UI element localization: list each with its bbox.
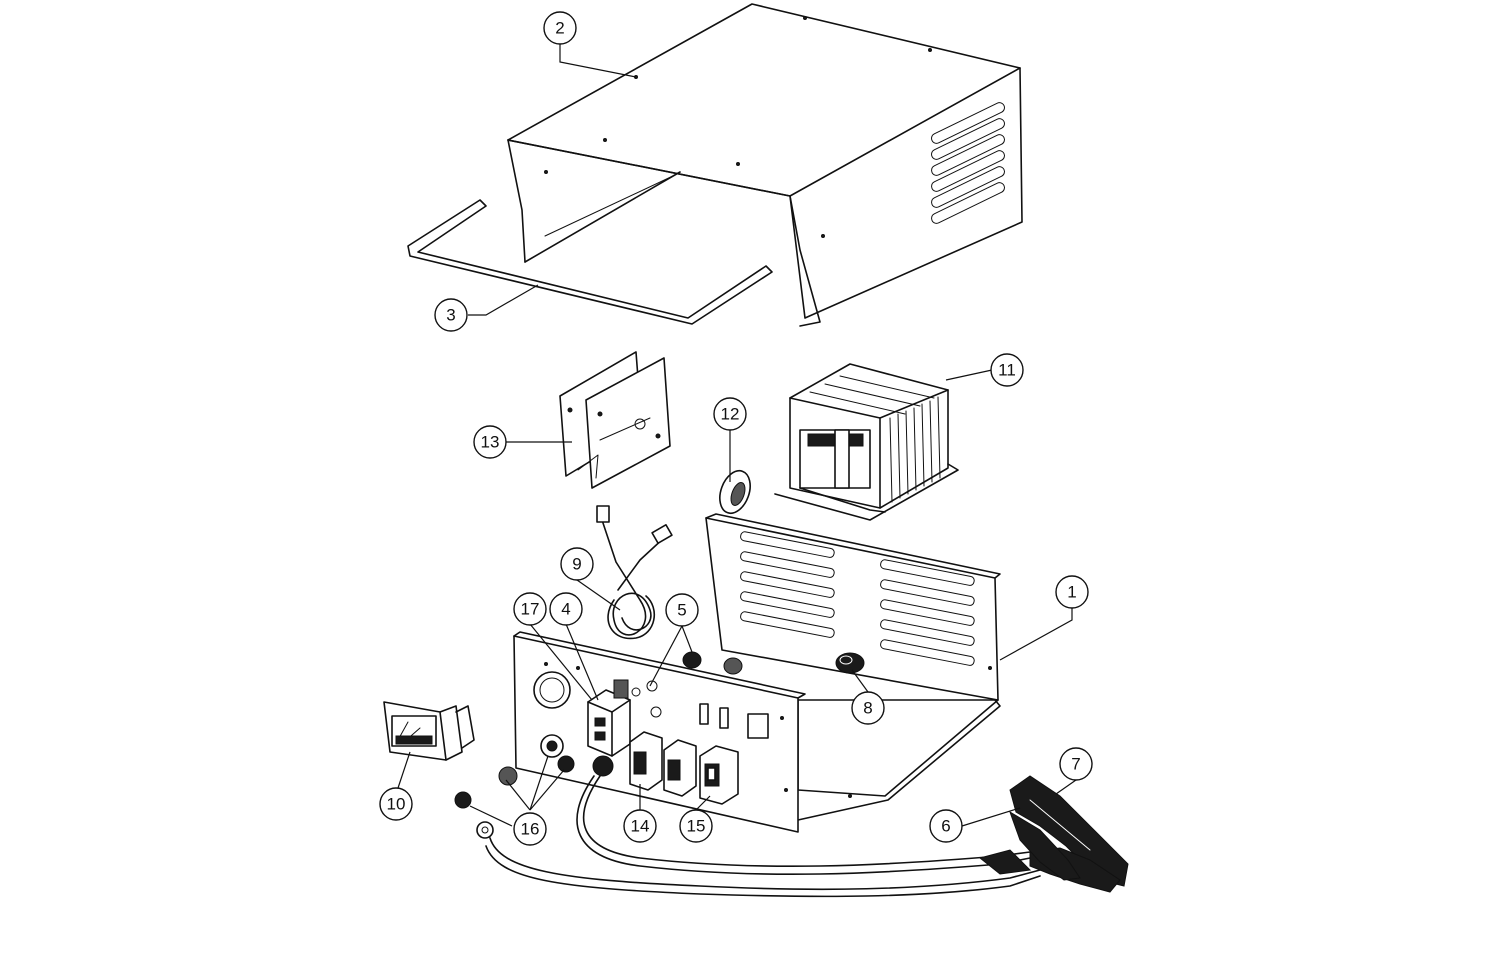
callout-2: 2 [543, 11, 577, 45]
bushings [631, 651, 743, 718]
transformer [774, 363, 959, 521]
terminal-nuts [454, 734, 614, 839]
callout-5: 5 [665, 593, 699, 627]
callout-4: 4 [549, 592, 583, 626]
strain-relief [835, 652, 865, 674]
callout-10: 10 [379, 787, 413, 821]
callout-1-label: 1 [1067, 583, 1076, 602]
callout-labels: 2 3 13 12 11 9 17 4 5 1 8 10 16 14 15 6 … [379, 11, 1093, 846]
fuse-holder [719, 469, 751, 515]
callout-6-label: 6 [941, 817, 950, 836]
rectifier-plates [559, 351, 671, 489]
callout-7-label: 7 [1071, 755, 1080, 774]
callout-2-label: 2 [555, 19, 564, 38]
callout-9-label: 9 [572, 555, 581, 574]
callout-12-label: 12 [721, 405, 740, 424]
callout-13: 13 [473, 425, 507, 459]
callout-16-label: 16 [521, 820, 540, 839]
callout-17-label: 17 [521, 600, 540, 619]
battery-cables [485, 775, 1041, 898]
leader-lines [397, 43, 1077, 827]
callout-15-label: 15 [687, 817, 706, 836]
chassis-vent-slots [740, 531, 975, 666]
clamp-red [1009, 775, 1129, 887]
callout-13-label: 13 [481, 433, 500, 452]
callout-1: 1 [1055, 575, 1089, 609]
carry-handle [407, 199, 773, 325]
callout-17: 17 [513, 592, 547, 626]
callout-4-label: 4 [561, 600, 570, 619]
callout-12: 12 [713, 397, 747, 431]
rocker-switches [629, 731, 739, 805]
callout-5-label: 5 [677, 601, 686, 620]
callout-3: 3 [434, 298, 468, 332]
callout-10-label: 10 [387, 795, 406, 814]
wire-harness [596, 505, 673, 640]
callout-8-label: 8 [863, 699, 872, 718]
ammeter [383, 701, 475, 761]
callout-11-label: 11 [998, 361, 1016, 380]
callout-9: 9 [560, 547, 594, 581]
callout-3-label: 3 [446, 306, 455, 325]
circuit-breaker [587, 679, 631, 757]
callout-16: 16 [513, 812, 547, 846]
base-chassis [513, 513, 1001, 833]
clamp-black [978, 810, 1121, 893]
callout-7: 7 [1059, 747, 1093, 781]
callout-6: 6 [929, 809, 963, 843]
callout-14: 14 [623, 809, 657, 843]
callout-11: 11 [990, 353, 1024, 387]
cover-vent-slots [931, 102, 1005, 224]
callout-8: 8 [851, 691, 885, 725]
callout-14-label: 14 [631, 817, 650, 836]
callout-15: 15 [679, 809, 713, 843]
top-cover [507, 3, 1023, 327]
